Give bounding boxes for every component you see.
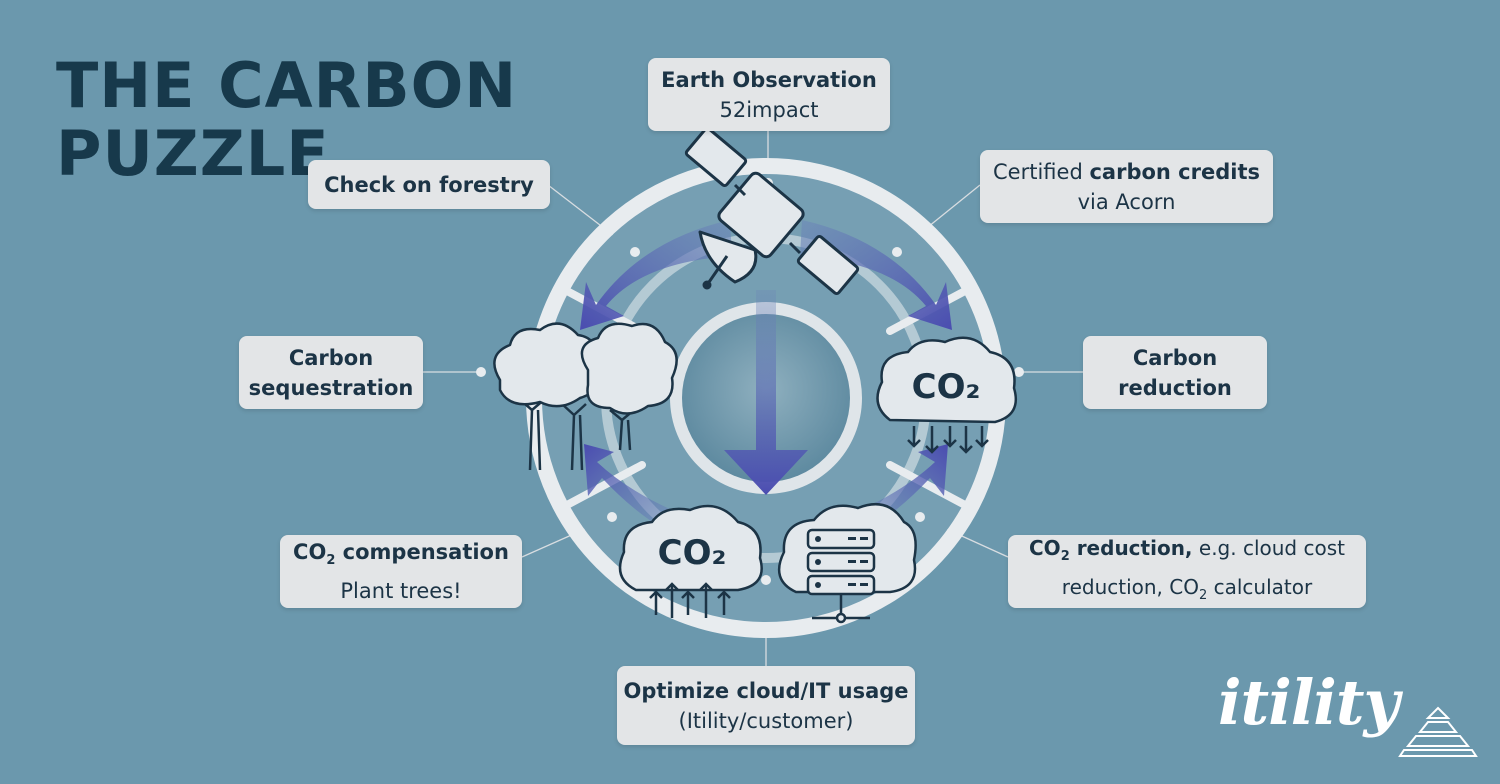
pyramid-logo-icon	[1398, 706, 1478, 757]
certified-credits-sub: via Acorn	[1077, 189, 1176, 214]
label-carbon-reduction: Carbon reduction	[1083, 336, 1267, 409]
co2-reduction-bold-rest: reduction,	[1069, 535, 1193, 560]
check-forestry-title: Check on forestry	[324, 172, 534, 197]
co2-compensation-sub2: 2	[326, 553, 336, 569]
co2-cloud-bottom-label: CO₂	[658, 533, 727, 573]
title-line-1: THE CARBON	[56, 49, 518, 122]
carbon-sequestration-line1: Carbon	[288, 345, 374, 370]
arrow-bottom-left	[584, 444, 672, 528]
co2-compensation-co: CO	[293, 539, 327, 564]
arrow-down-center	[724, 290, 808, 495]
label-co2-reduction: CO2 reduction, e.g. cloud cost reduction…	[1008, 535, 1366, 608]
label-earth-observation: Earth Observation 52impact	[648, 58, 890, 131]
trees-icon	[493, 322, 678, 471]
page-title: THE CARBON PUZZLE	[56, 52, 517, 188]
arrow-top-left	[580, 220, 732, 330]
co2-reduction-rest: e.g. cloud cost	[1192, 535, 1345, 560]
label-co2-compensation: CO2 compensation Plant trees!	[280, 535, 522, 608]
co2-cloud-down-icon	[876, 336, 1018, 454]
arrow-top-right	[800, 220, 952, 330]
carbon-reduction-line2: reduction	[1118, 375, 1232, 400]
label-optimize-cloud: Optimize cloud/IT usage (Itility/custome…	[617, 666, 915, 745]
carbon-reduction-line1: Carbon	[1132, 345, 1218, 370]
co2-cloud-up-icon	[618, 504, 763, 618]
optimize-cloud-sub: (Itility/customer)	[678, 708, 854, 733]
itility-logo: itility	[1218, 666, 1400, 739]
label-check-forestry: Check on forestry	[308, 160, 550, 209]
satellite-icon	[684, 126, 860, 296]
earth-observation-title: Earth Observation	[661, 67, 877, 92]
certified-credits-bold: carbon credits	[1089, 159, 1260, 184]
co2-cloud-top-label: CO₂	[912, 367, 981, 407]
co2-reduction-line2-sub: 2	[1198, 587, 1208, 603]
carbon-sequestration-line2: sequestration	[248, 375, 414, 400]
co2-compensation-rest: compensation	[335, 539, 509, 564]
co2-compensation-sub: Plant trees!	[340, 579, 462, 604]
title-line-2: PUZZLE	[56, 117, 330, 190]
earth-observation-sub: 52impact	[719, 97, 819, 122]
server-cloud-icon	[777, 503, 917, 624]
label-certified-credits: Certified carbon credits via Acorn	[980, 150, 1273, 223]
co2-reduction-line2-pre: reduction, CO	[1061, 574, 1199, 599]
co2-reduction-co: CO	[1029, 535, 1061, 560]
co2-reduction-sub2: 2	[1060, 548, 1070, 564]
optimize-cloud-title: Optimize cloud/IT usage	[623, 678, 909, 703]
certified-credits-pre: Certified	[993, 159, 1090, 184]
label-carbon-sequestration: Carbon sequestration	[239, 336, 423, 409]
co2-reduction-line2-post: calculator	[1207, 574, 1313, 599]
